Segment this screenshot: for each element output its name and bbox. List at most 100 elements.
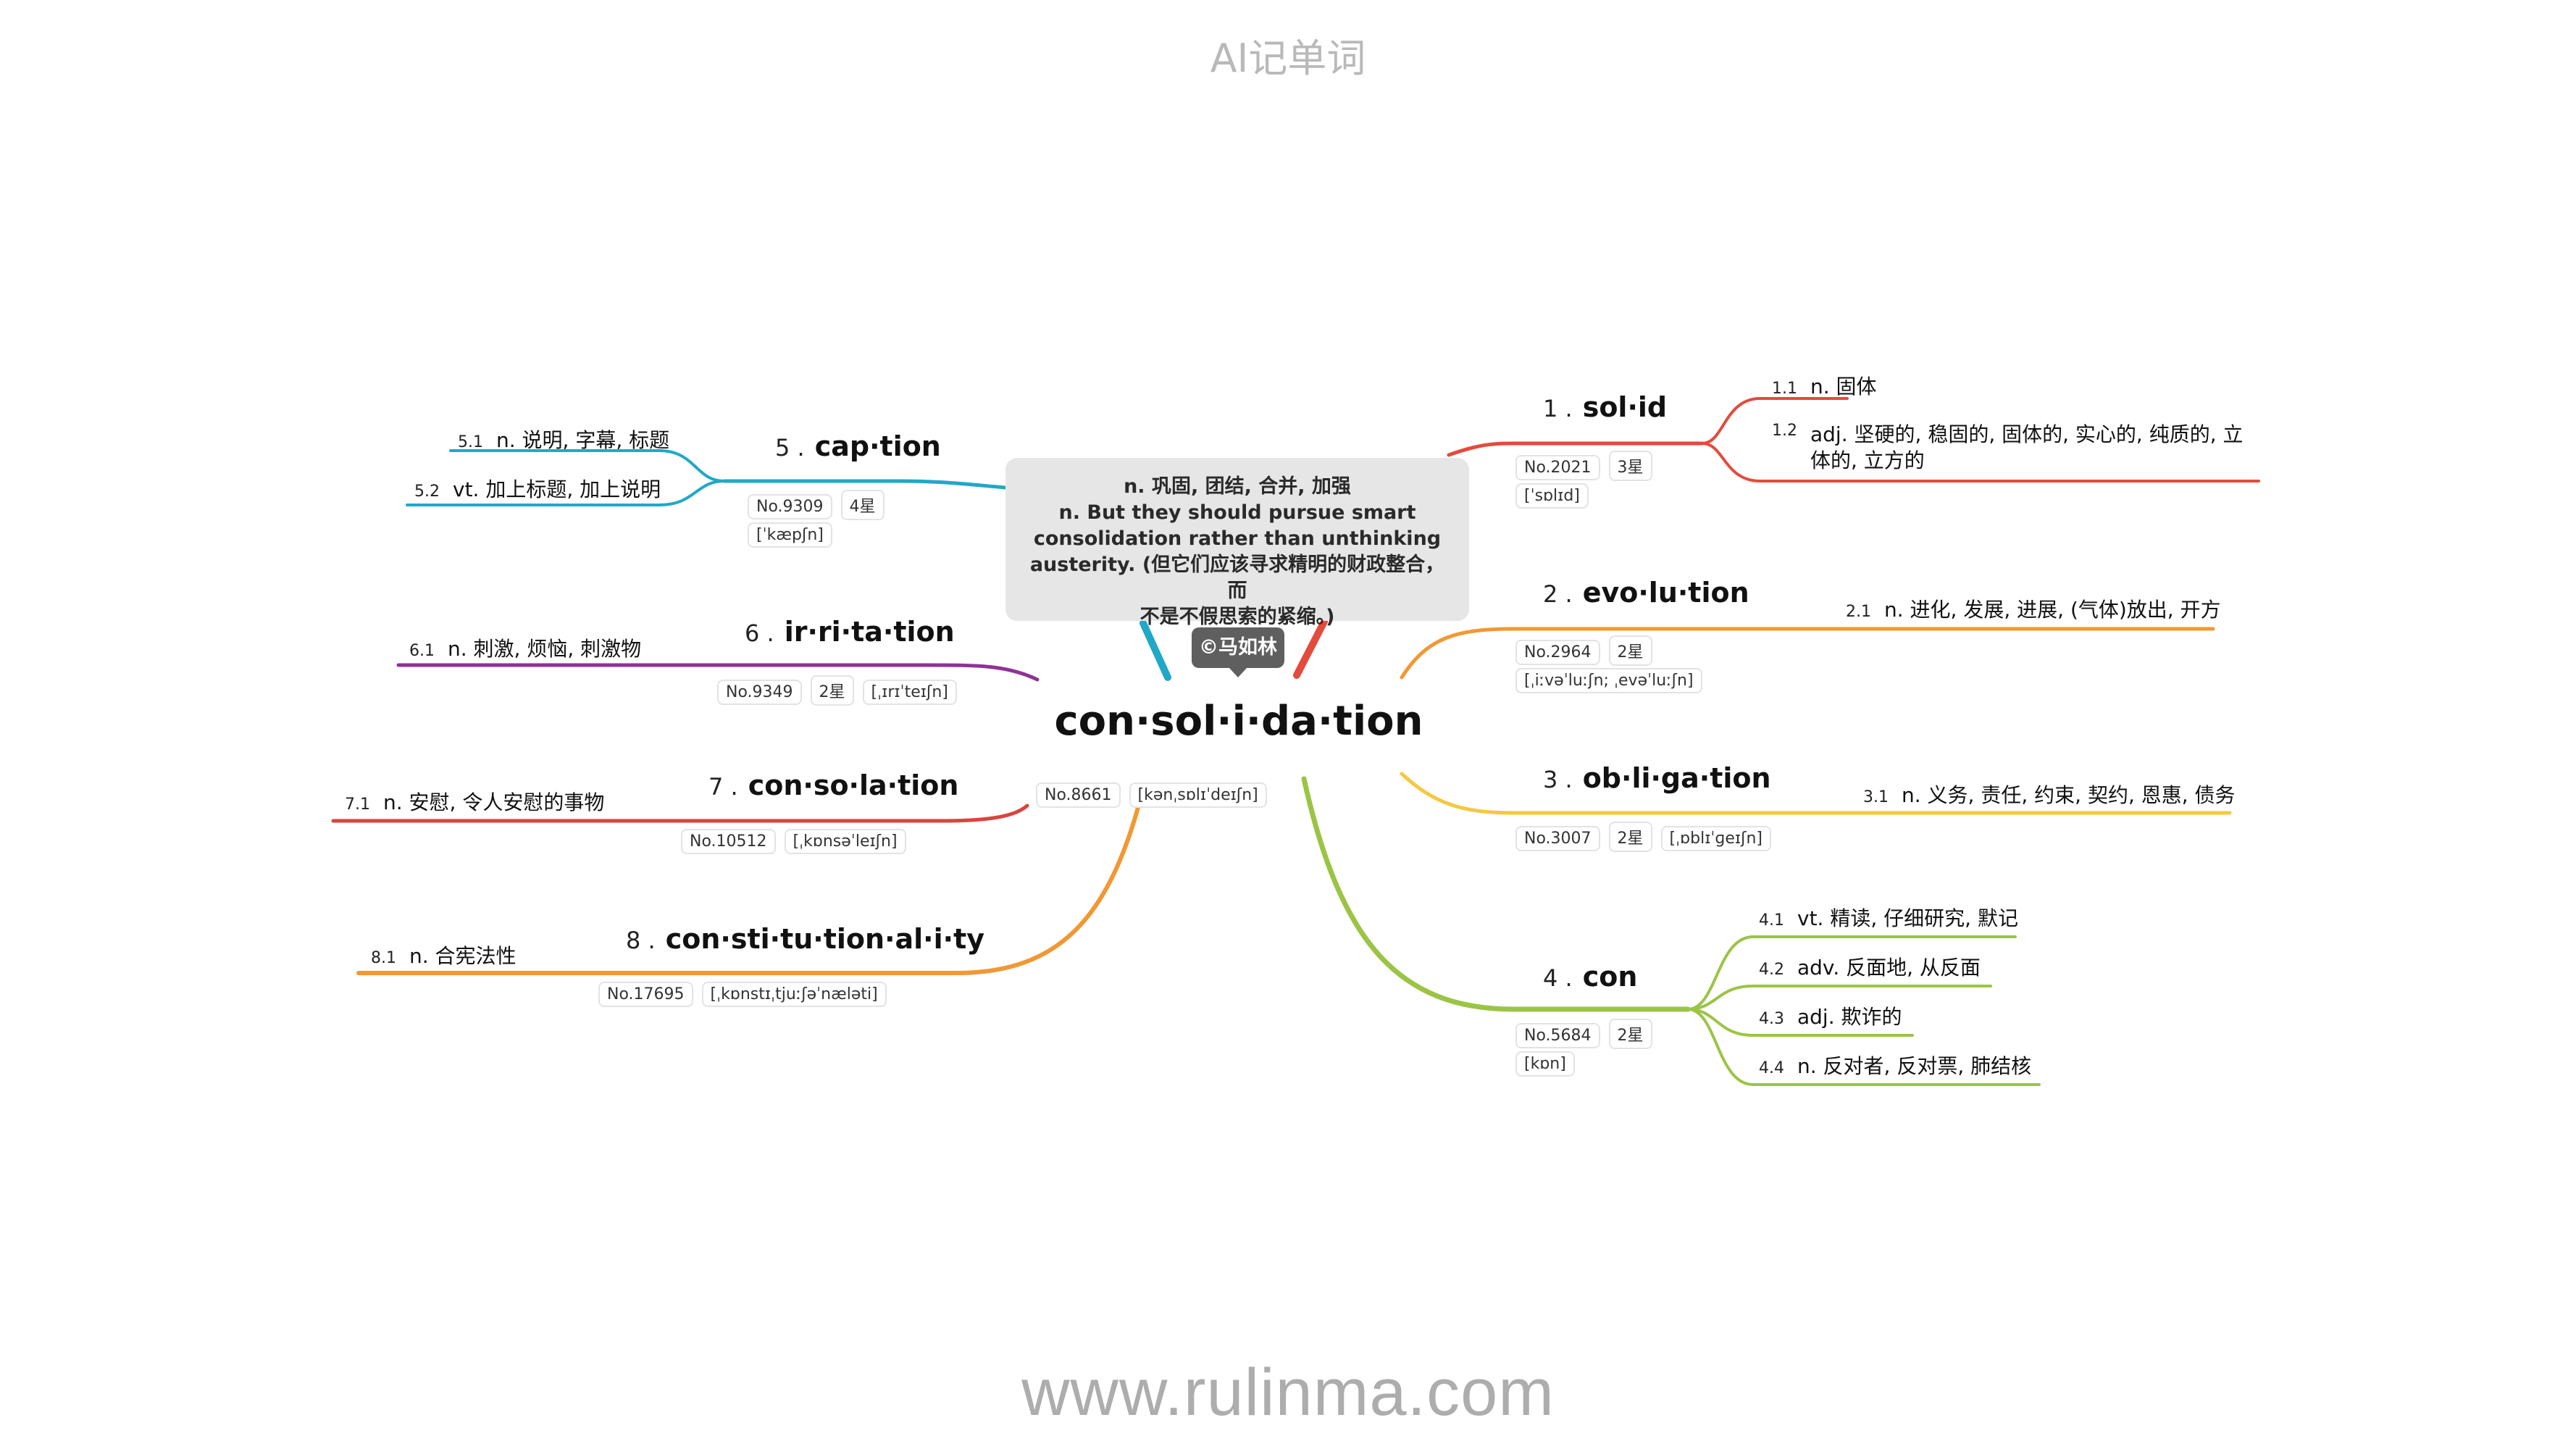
branch-node-solid[interactable]: 1 .sol·id	[1543, 391, 1667, 423]
branch-word: con	[1582, 961, 1638, 993]
stars-tag: 2星	[1608, 635, 1652, 666]
stars-tag: 2星	[810, 675, 854, 706]
spoke-solid	[1293, 618, 1328, 679]
branch-meta-consolation: No.10512 [ˌkɒnsəˈleɪʃn]	[681, 829, 915, 854]
sense-number: 7.1	[345, 796, 370, 814]
sense-line-5-1	[449, 449, 726, 483]
branch-line-irritation	[396, 663, 1040, 682]
branch-node-obligation[interactable]: 3 .ob·li·ga·tion	[1543, 762, 1771, 794]
sense-text: n. 义务, 责任, 约束, 契约, 恩惠, 债务	[1902, 783, 2236, 807]
sense-number: 5.1	[458, 433, 483, 451]
sense-number: 4.1	[1759, 911, 1784, 930]
branch-number: 8 .	[626, 927, 656, 954]
page-title: AI记单词	[1210, 36, 1366, 81]
branch-word: con·sti·tu·tion·al·i·ty	[665, 923, 985, 955]
branch-node-con[interactable]: 4 .con	[1543, 961, 1637, 993]
sense-number: 5.2	[414, 483, 440, 501]
sense-4-1: 4.1 vt. 精读, 仔细研究, 默记	[1759, 903, 2018, 932]
sense-line-4-1	[1686, 935, 2017, 1011]
rank-tag: No.8661	[1036, 782, 1121, 808]
sense-number: 4.2	[1759, 961, 1784, 979]
phonetic-tag: [ˌkɒnstɪˌtjuːʃəˈnæləti]	[701, 982, 887, 1007]
rank-tag: No.3007	[1515, 826, 1600, 851]
branch-line-caption	[722, 479, 1008, 490]
rank-tag: No.9349	[717, 680, 802, 705]
branch-phonetic-caption: [ˈkæpʃn]	[748, 522, 841, 548]
sense-text: n. 合宪法性	[409, 944, 517, 968]
phonetic-tag: [ˈkæpʃn]	[748, 522, 832, 548]
sense-1-2: 1.2 adj. 坚硬的, 稳固的, 固体的, 实心的, 纯质的, 立体的, 立方…	[1772, 422, 2252, 474]
sense-4-3: 4.3 adj. 欺诈的	[1759, 1001, 1902, 1030]
branch-node-constitutionality[interactable]: 8 . con·sti·tu·tion·al·i·ty	[626, 923, 984, 955]
definition-line: n. 巩固, 团结, 合并, 加强	[1124, 475, 1351, 498]
sense-4-2: 4.2 adv. 反面地, 从反面	[1759, 952, 1981, 981]
branch-meta-con: No.5684 2星	[1515, 1019, 1661, 1049]
rank-tag: No.2021	[1515, 455, 1600, 480]
sense-number: 4.3	[1759, 1010, 1784, 1028]
author-badge: ©马如林	[1192, 627, 1284, 677]
sense-line-5-2	[406, 480, 726, 506]
branch-number: 5 .	[775, 434, 805, 462]
sense-text: vt. 精读, 仔细研究, 默记	[1797, 906, 2018, 930]
phonetic-tag: [kənˌsɒlɪˈdeɪʃn]	[1129, 782, 1267, 808]
branch-word: evo·lu·tion	[1582, 577, 1749, 609]
central-word[interactable]: con·sol·i·da·tion	[1054, 698, 1423, 745]
watermark: www.rulinma.com	[1021, 1356, 1555, 1429]
sense-7-1: 7.1 n. 安慰, 令人安慰的事物	[345, 787, 604, 816]
sense-number: 2.1	[1846, 603, 1871, 621]
phonetic-tag: [ˌiːvəˈluːʃn; ˌevəˈluːʃn]	[1515, 668, 1702, 693]
sense-2-1: 2.1 n. 进化, 发展, 进展, (气体)放出, 开方	[1846, 594, 2221, 623]
sense-text: adj. 坚硬的, 稳固的, 固体的, 实心的, 纯质的, 立体的, 立方的	[1810, 422, 2243, 472]
branch-line-evolution	[1400, 627, 2215, 680]
definition-box: n. 巩固, 团结, 合并, 加强 n. But they should pur…	[1005, 458, 1469, 628]
branch-node-caption[interactable]: 5 .cap·tion	[775, 430, 941, 462]
sense-line-1-2	[1701, 442, 2260, 483]
phonetic-tag: [kɒn]	[1515, 1051, 1575, 1077]
branch-line-solid	[1447, 441, 1705, 457]
rank-tag: No.9309	[748, 494, 832, 519]
central-word-meta: No.8661 [kənˌsɒlɪˈdeɪʃn]	[1036, 782, 1276, 808]
branch-number: 3 .	[1543, 766, 1573, 793]
sense-number: 8.1	[371, 949, 396, 967]
sense-number: 1.2	[1772, 422, 1797, 440]
sense-text: n. 反对者, 反对票, 肺结核	[1797, 1054, 2032, 1078]
branch-node-evolution[interactable]: 2 .evo·lu·tion	[1543, 577, 1749, 609]
sense-line-4-4	[1686, 1008, 2041, 1086]
sense-text: adv. 反面地, 从反面	[1797, 956, 1981, 980]
sense-text: n. 安慰, 令人安慰的事物	[383, 790, 605, 814]
phonetic-tag: [ˌɒblɪˈɡeɪʃn]	[1660, 826, 1772, 851]
branch-phonetic-con: [kɒn]	[1515, 1051, 1584, 1077]
branch-meta-constitutionality: No.17695 [ˌkɒnstɪˌtjuːʃəˈnæləti]	[598, 982, 895, 1007]
sense-text: adj. 欺诈的	[1797, 1005, 1902, 1029]
phonetic-tag: [ˌkɒnsəˈleɪʃn]	[784, 829, 906, 854]
stars-tag: 4星	[840, 490, 885, 520]
branch-node-consolation[interactable]: 7 .con·so·la·tion	[708, 769, 958, 801]
branch-phonetic-evolution: [ˌiːvəˈluːʃn; ˌevəˈluːʃn]	[1515, 668, 1711, 693]
stars-tag: 2星	[1608, 1019, 1652, 1049]
rank-tag: No.17695	[598, 982, 693, 1007]
branch-word: sol·id	[1582, 391, 1668, 423]
branch-line-consolation	[331, 803, 1029, 823]
sense-line-1-1	[1701, 397, 1849, 445]
branch-word: ir·ri·ta·tion	[784, 616, 955, 648]
sense-8-1: 8.1 n. 合宪法性	[371, 940, 517, 969]
sense-line-4-3	[1686, 1008, 1914, 1037]
branch-line-obligation	[1400, 772, 2232, 815]
definition-example: n. But they should pursue smart consolid…	[1029, 501, 1445, 628]
sense-text: n. 进化, 发展, 进展, (气体)放出, 开方	[1884, 598, 2221, 622]
rank-tag: No.10512	[681, 829, 776, 854]
rank-tag: No.5684	[1515, 1023, 1600, 1048]
sense-number: 6.1	[409, 642, 435, 660]
sense-text: n. 固体	[1810, 375, 1877, 398]
branch-node-irritation[interactable]: 6 .ir·ri·ta·tion	[745, 616, 955, 648]
